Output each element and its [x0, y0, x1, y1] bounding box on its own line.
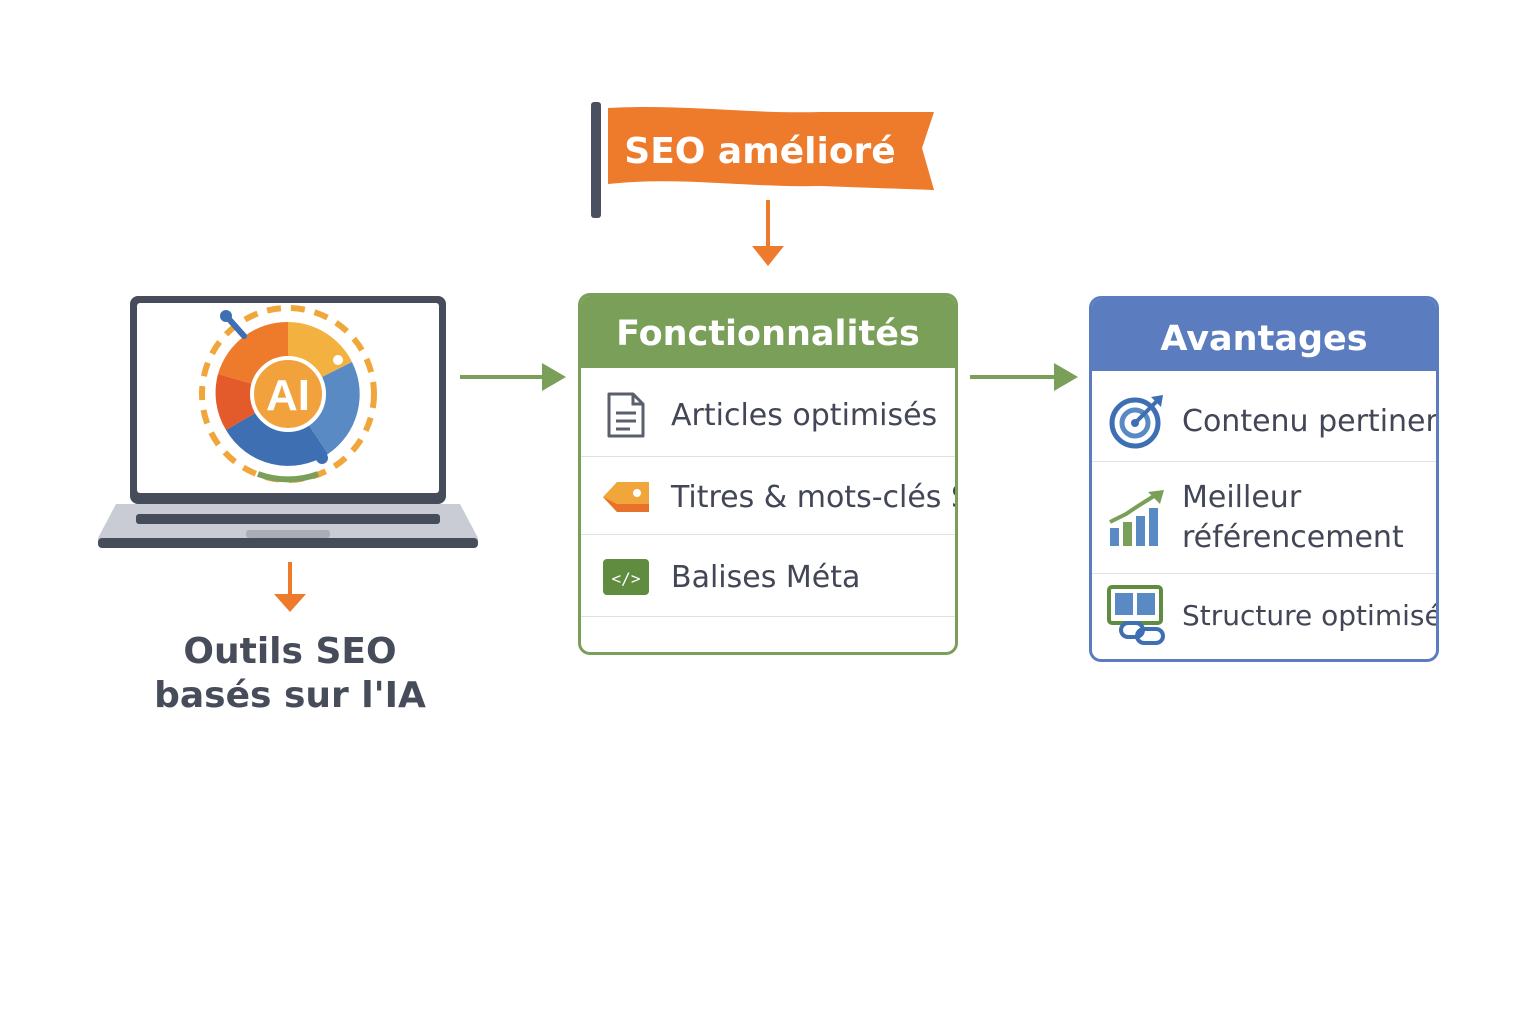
ai-logo-icon: AI [199, 305, 377, 483]
feature-item: </> Balises Méta [581, 542, 955, 612]
arrow-right-icon [460, 363, 566, 391]
benefits-panel: Avantages Contenu pertinent [1089, 296, 1439, 662]
tag-icon [603, 482, 649, 512]
benefit-item: Meilleur référencement [1092, 465, 1436, 571]
feature-label: Articles optimisés [671, 397, 938, 433]
arrow-down-icon [274, 562, 306, 612]
source-caption: Outils SEO basés sur l'IA [120, 630, 460, 718]
target-icon [1109, 395, 1163, 449]
features-title: Fonctionnalités [581, 296, 955, 368]
feature-label: Balises Méta [671, 559, 861, 595]
feature-item: Titres & mots-clés SEO [581, 462, 955, 532]
benefits-title: Avantages [1092, 299, 1436, 371]
benefit-item: Structure optimisée [1092, 577, 1436, 653]
arrow-down-icon [752, 200, 784, 266]
flag-banner-icon [608, 107, 934, 190]
features-panel: Fonctionnalités Articles optimisés Titre… [578, 293, 958, 655]
ai-logo-text: AI [266, 371, 310, 420]
benefit-label-line2: référencement [1182, 520, 1404, 555]
flag-pole [591, 102, 601, 218]
feature-label: Titres & mots-clés SEO [671, 479, 955, 515]
source-caption-line2: basés sur l'IA [154, 675, 426, 716]
benefit-label: Structure optimisée [1182, 598, 1439, 632]
benefit-item: Contenu pertinent [1092, 383, 1436, 459]
benefit-label-line1: Meilleur [1182, 480, 1302, 515]
site-link-icon [1107, 585, 1165, 645]
arrow-right-icon [970, 363, 1078, 391]
laptop-icon: AI [98, 296, 478, 548]
source-caption-line1: Outils SEO [183, 631, 397, 672]
flag-label: SEO amélioré [624, 131, 896, 172]
benefit-label: Contenu pertinent [1182, 403, 1439, 439]
document-icon [607, 392, 645, 438]
code-icon: </> [603, 559, 649, 595]
feature-item: Articles optimisés [581, 380, 955, 450]
growth-chart-icon [1109, 490, 1164, 546]
svg-text:</>: </> [612, 569, 641, 588]
